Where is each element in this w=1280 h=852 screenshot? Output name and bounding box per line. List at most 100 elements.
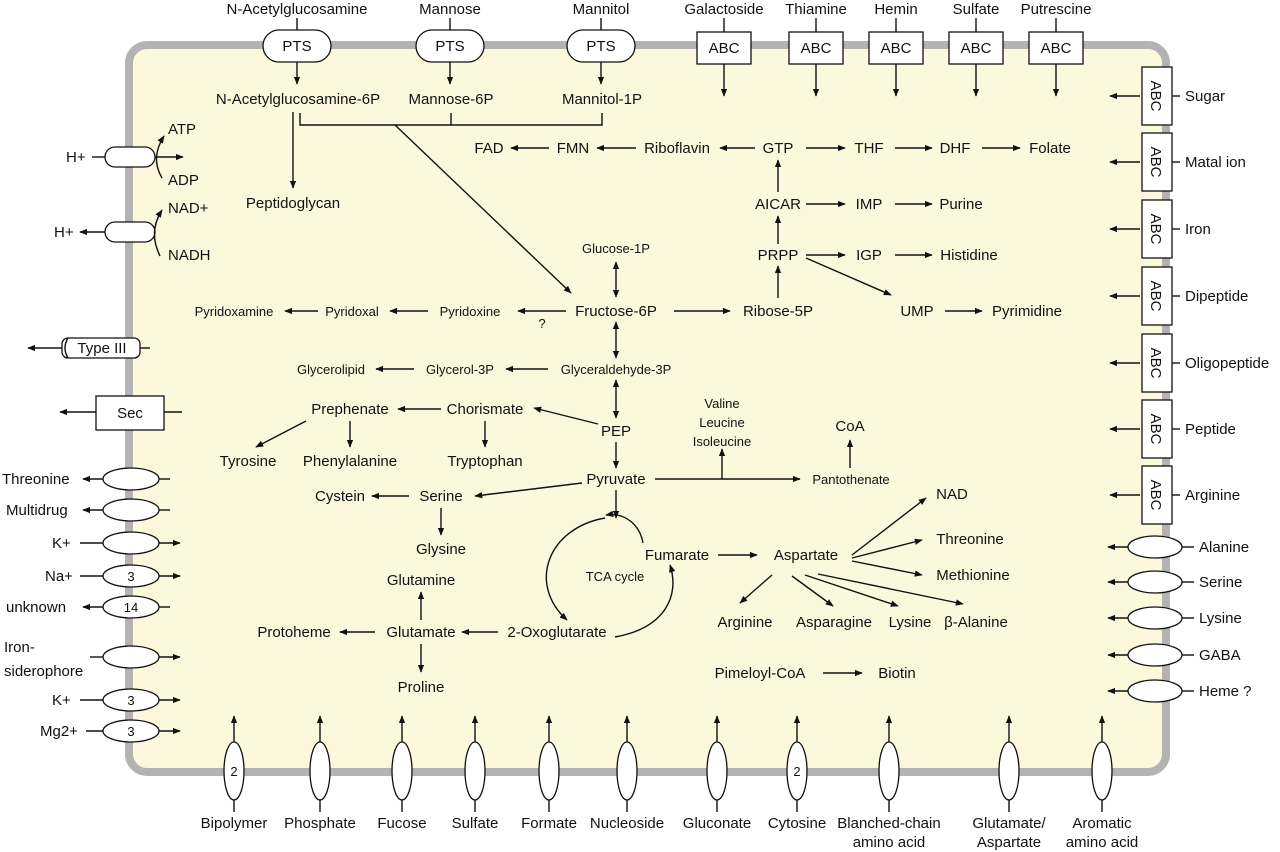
substrate-hemin: Hemin (874, 1, 917, 18)
uptake-magnesium: Mg2+ 3 (40, 719, 181, 743)
beta-alanine: β-Alanine (944, 614, 1008, 631)
unknown-step-mark: ? (538, 316, 545, 331)
right-permeases: Alanine Serine Lysine GABA Heme ? (1107, 535, 1252, 703)
abc-box (1141, 465, 1173, 525)
h-plus-nadh: H+ (54, 224, 74, 241)
phenylalanine: Phenylalanine (303, 453, 397, 470)
copy-number: 14 (124, 600, 138, 615)
histidine: Histidine (940, 247, 998, 264)
abc-label: ABC (1147, 81, 1164, 112)
arrow-aspartate-asparagine (791, 575, 834, 607)
abc-box (1141, 132, 1173, 192)
abc-right-iron: ABC Iron (1109, 199, 1211, 259)
nad: NAD (936, 486, 968, 503)
permease (391, 741, 413, 801)
cylinder-edge (64, 337, 69, 359)
bottom-label: Cytosine (768, 815, 826, 832)
pts-label: PTS (435, 38, 464, 55)
abc-label: ABC (709, 40, 740, 57)
folate: Folate (1029, 140, 1071, 157)
label-iron-siderophore-1: Iron- (4, 639, 35, 656)
label-k-plus-1: K+ (52, 535, 71, 552)
uptake-sodium: Na+ 3 (45, 564, 181, 588)
protoheme: Protoheme (257, 624, 330, 641)
permease (102, 645, 160, 669)
permease-serine: Serine (1107, 570, 1242, 594)
imp: IMP (856, 196, 883, 213)
bottom-label: Aromatic (1072, 815, 1132, 832)
nadh-dehydrogenase: H+ NAD+ NADH (54, 200, 211, 264)
tca-arc-left (545, 517, 606, 621)
copy-number: 3 (127, 724, 134, 739)
substrate-galactoside: Galactoside (684, 1, 763, 18)
glutamine: Glutamine (387, 572, 455, 589)
label-lysine: Lysine (1199, 610, 1242, 627)
glysine: Glysine (416, 541, 466, 558)
bottom-label: amino acid (853, 834, 926, 851)
permease (464, 741, 486, 801)
abc-label: ABC (1147, 147, 1164, 178)
bottom-transporter-pho: Phosphate (284, 715, 356, 832)
bottom-transporter-fuc: Fucose (377, 715, 427, 832)
label-threonine-efflux: Threonine (2, 471, 70, 488)
mannose-6p: Mannose-6P (408, 91, 493, 108)
permease (1127, 535, 1183, 559)
sec-label: Sec (117, 405, 143, 422)
pantothenate: Pantothenate (812, 472, 889, 487)
bottom-label: Blanched-chain (837, 815, 940, 832)
thf: THF (854, 140, 883, 157)
label-heme: Heme ? (1199, 683, 1252, 700)
label-mg2-plus: Mg2+ (40, 723, 78, 740)
tca-cycle: TCA cycle (586, 569, 645, 584)
permease-heme: Heme ? (1107, 679, 1252, 703)
pep: PEP (601, 423, 631, 440)
riboflavin: Riboflavin (644, 140, 710, 157)
nad-plus-label: NAD+ (168, 200, 209, 217)
abc-label: ABC (881, 40, 912, 57)
pyruvate: Pyruvate (586, 471, 645, 488)
threonine: Threonine (936, 531, 1004, 548)
bottom-label: Phosphate (284, 815, 356, 832)
type-iii-secretion: Type III (27, 337, 150, 359)
label-na-plus: Na+ (45, 568, 73, 585)
label-oligopeptide: Oligopeptide (1185, 355, 1269, 372)
copy-number: 2 (230, 764, 237, 779)
arrow-pyruvate-serine (474, 482, 583, 499)
arrow-pep-chorismate (533, 406, 599, 425)
igp: IGP (856, 247, 882, 264)
metabolite-labels: Peptidoglycan FAD FMN Riboflavin GTP THF… (195, 140, 1071, 696)
label-k-plus-2: K+ (52, 692, 71, 709)
abc-transporter-galactoside (696, 31, 752, 65)
pts-label: PTS (586, 38, 615, 55)
abc-label: ABC (1147, 281, 1164, 312)
permease (1127, 643, 1183, 667)
glucose-1p: Glucose-1P (582, 241, 650, 256)
abc-box (1141, 399, 1173, 459)
bottom-transporter-for: Formate (521, 715, 577, 832)
substrate-putrescine: Putrescine (1021, 1, 1092, 18)
bottom-label: Sulfate (452, 815, 499, 832)
purine: Purine (939, 196, 982, 213)
uptake-potassium-2: K+ 3 (52, 688, 181, 712)
abc-right-metal-ion: ABC Matal ion (1109, 132, 1246, 192)
isoleucine: Isoleucine (693, 434, 752, 449)
permease (1091, 741, 1113, 801)
permease (878, 741, 900, 801)
chorismate: Chorismate (447, 401, 524, 418)
type-iii-label: Type III (77, 340, 126, 357)
label-unknown: unknown (6, 599, 66, 616)
prpp: PRPP (758, 247, 799, 264)
2-oxoglutarate: 2-Oxoglutarate (507, 624, 606, 641)
ribose-5p: Ribose-5P (743, 303, 813, 320)
label-serine: Serine (1199, 574, 1242, 591)
sec-channel (95, 395, 165, 431)
glycerol-3p: Glycerol-3P (426, 362, 494, 377)
abc-right-oligopeptide: ABC Oligopeptide (1109, 333, 1269, 393)
arrow-aspartate-lysine (804, 574, 899, 607)
fmn: FMN (557, 140, 590, 157)
abc-label: ABC (1041, 40, 1072, 57)
serine: Serine (419, 488, 462, 505)
arrow-aspartate-balanine (817, 573, 964, 606)
